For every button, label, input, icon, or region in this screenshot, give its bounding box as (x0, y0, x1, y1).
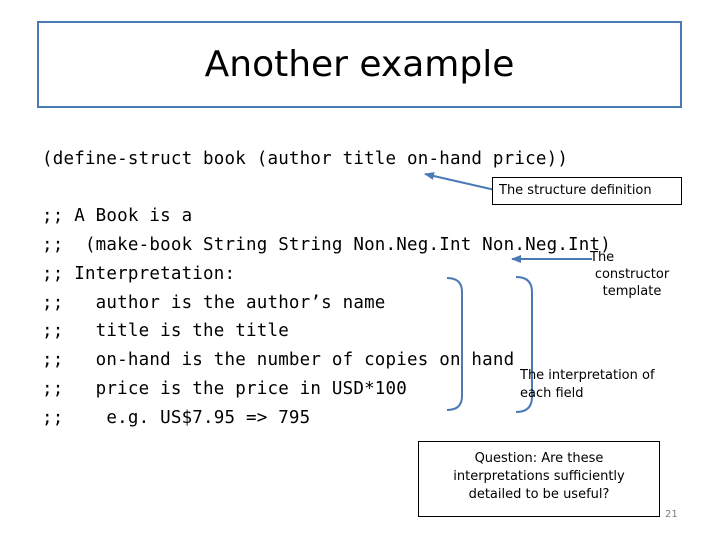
code-line-4: ;; author is the author’s name (42, 293, 386, 313)
structure-definition-label: The structure definition (499, 183, 652, 198)
code-line-8: ;; e.g. US$7.95 => 795 (42, 408, 311, 428)
arrow-structure-definition (424, 172, 496, 191)
slide-title: Another example (204, 44, 515, 85)
question-line-1: Question: Are these (474, 451, 604, 466)
page-number: 21 (665, 509, 678, 520)
title-box: Another example (37, 21, 682, 108)
constructor-note-line-2: constructor (594, 266, 670, 282)
constructor-template-note: The constructor template (582, 250, 682, 301)
structure-definition-callout: The structure definition (492, 177, 682, 205)
interpretation-line-2: each field (520, 385, 584, 401)
code-line-3: ;; Interpretation: (42, 264, 236, 284)
constructor-note-line-3: template (602, 283, 662, 299)
question-line-2: interpretations sufficiently (453, 469, 625, 485)
interpretation-callout: The interpretation of each field (512, 363, 688, 409)
bracket-right (515, 276, 533, 413)
code-line-6: ;; on-hand is the number of copies on ha… (42, 350, 515, 370)
question-line-3: detailed to be useful? (468, 487, 610, 503)
code-line-5: ;; title is the title (42, 321, 289, 341)
bracket-left (446, 277, 463, 411)
struct-definition: (define-struct book (author title on-han… (42, 149, 569, 169)
question-callout: Question: Are these interpretations suff… (418, 441, 660, 517)
interpretation-line-1: The interpretation of (520, 368, 655, 383)
code-line-7: ;; price is the price in USD*100 (42, 379, 408, 399)
code-line-1: ;; A Book is a (42, 206, 193, 226)
constructor-note-line-1: The (590, 250, 615, 265)
code-line-2: ;; (make-book String String Non.Neg.Int … (42, 235, 612, 255)
